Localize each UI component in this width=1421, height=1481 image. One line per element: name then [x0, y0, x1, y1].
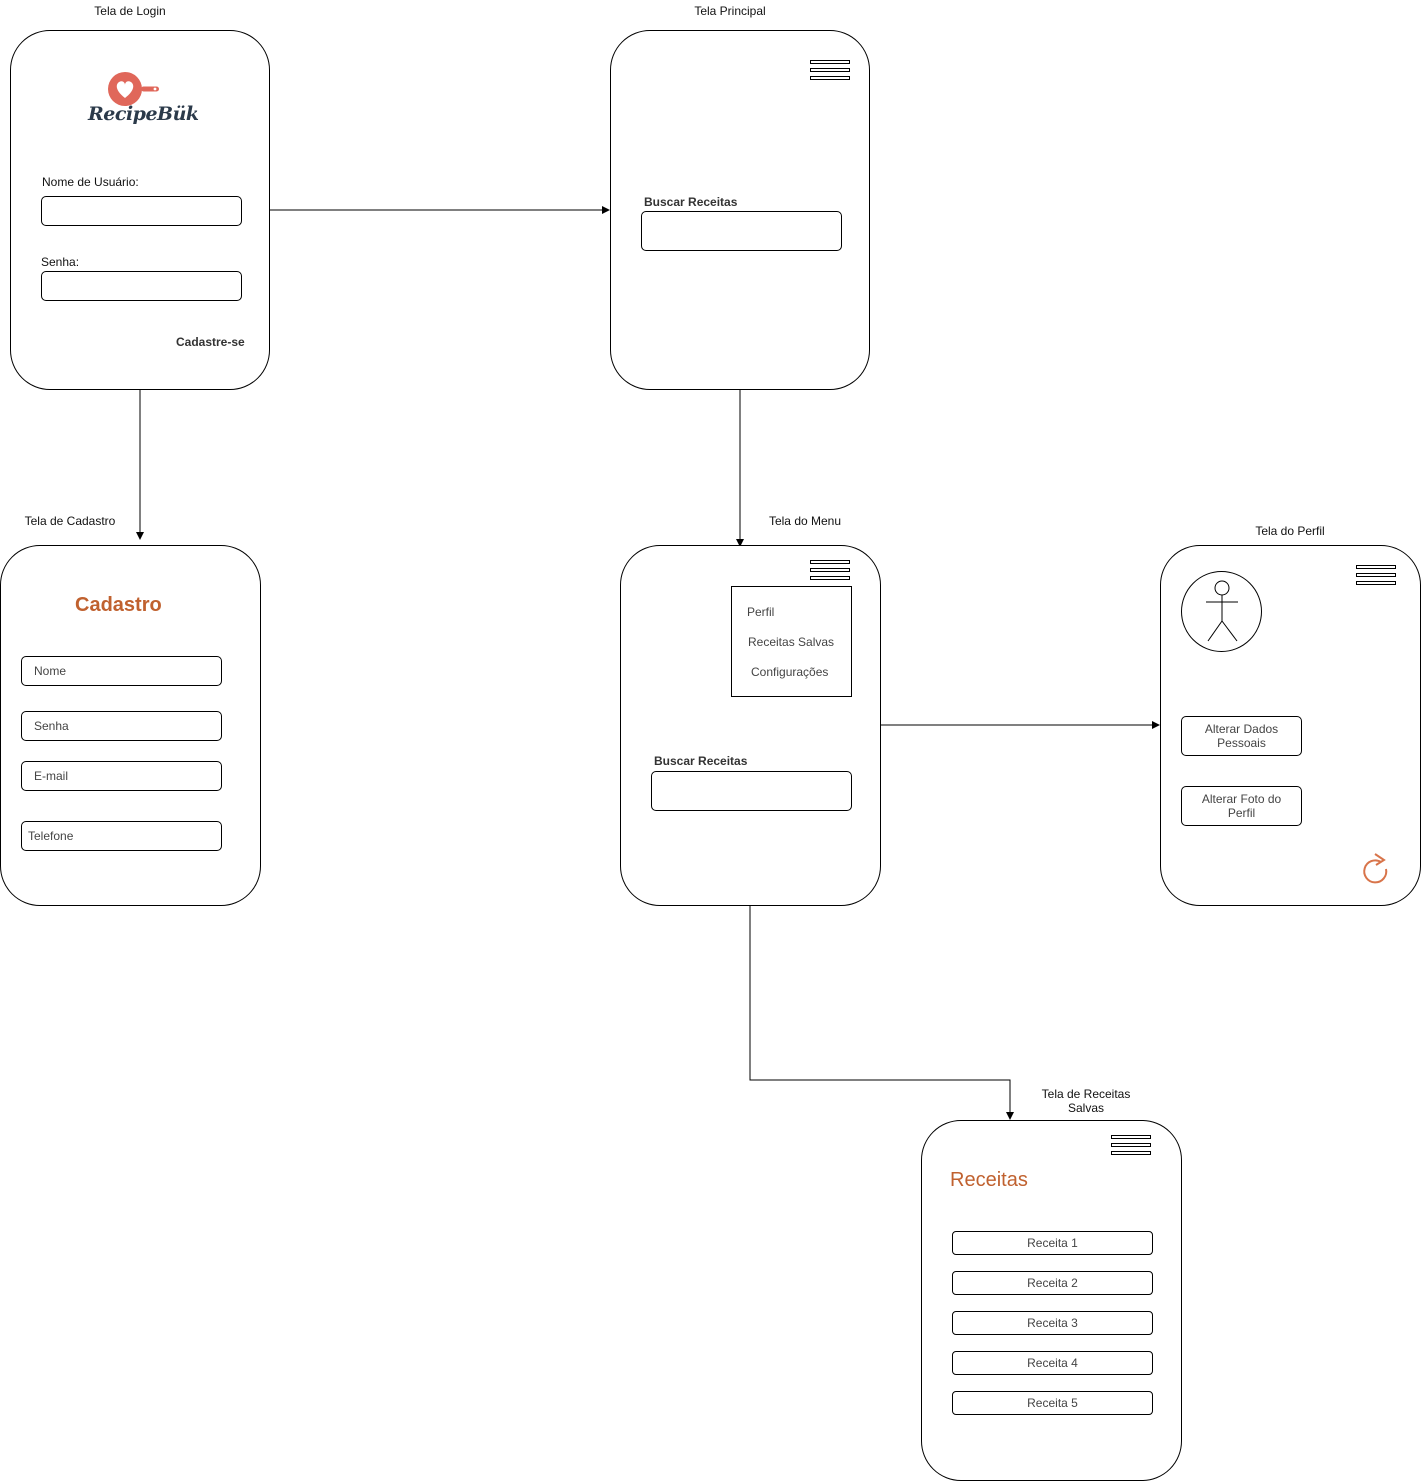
refresh-icon[interactable]	[1362, 851, 1392, 885]
recipe-item[interactable]: Receita 4	[952, 1351, 1153, 1375]
search-label: Buscar Receitas	[644, 195, 738, 209]
password-field[interactable]: Senha	[21, 711, 222, 741]
frying-pan-heart-logo-icon	[108, 72, 159, 106]
profile-screen-label: Tela do Perfil	[1255, 524, 1325, 538]
search-input[interactable]	[651, 771, 852, 811]
email-field[interactable]: E-mail	[21, 761, 222, 791]
search-input[interactable]	[641, 211, 842, 251]
menu-item-perfil[interactable]: Perfil	[747, 605, 775, 619]
logo-text: RecipeBük	[88, 103, 199, 125]
login-screen-label: Tela de Login	[94, 4, 166, 18]
avatar[interactable]	[1181, 571, 1262, 652]
phone-field[interactable]: Telefone	[21, 821, 222, 851]
dropdown-menu: Perfil Receitas Salvas Configurações	[731, 586, 852, 697]
saved-screen-label: Tela de Receitas Salvas	[1041, 1087, 1131, 1115]
hamburger-menu-icon[interactable]	[810, 60, 852, 82]
change-personal-data-button[interactable]: Alterar Dados Pessoais	[1181, 716, 1302, 756]
menu-screen-label: Tela do Menu	[768, 514, 842, 528]
password-input[interactable]	[41, 271, 242, 301]
recipe-item[interactable]: Receita 5	[952, 1391, 1153, 1415]
hamburger-menu-icon[interactable]	[1111, 1135, 1153, 1157]
recipe-item[interactable]: Receita 3	[952, 1311, 1153, 1335]
change-profile-photo-button[interactable]: Alterar Foto do Perfil	[1181, 786, 1302, 826]
arrow-menu-to-saved	[749, 905, 1014, 1120]
search-label: Buscar Receitas	[654, 754, 748, 768]
hamburger-menu-icon[interactable]	[1356, 565, 1398, 587]
signup-screen: Cadastro Nome Senha E-mail Telefone	[0, 545, 261, 906]
signup-screen-label: Tela de Cadastro	[24, 514, 116, 528]
recipe-item[interactable]: Receita 2	[952, 1271, 1153, 1295]
main-screen: Buscar Receitas	[610, 30, 870, 390]
username-input[interactable]	[41, 196, 242, 226]
menu-screen: Perfil Receitas Salvas Configurações Bus…	[620, 545, 881, 906]
signup-title: Cadastro	[75, 594, 162, 616]
main-screen-label: Tela Principal	[694, 4, 766, 18]
recipebuk-logo: RecipeBük	[86, 69, 199, 135]
recipe-item[interactable]: Receita 1	[952, 1231, 1153, 1255]
menu-item-receitas-salvas[interactable]: Receitas Salvas	[748, 635, 835, 649]
saved-title: Receitas	[950, 1169, 1028, 1191]
signup-link[interactable]: Cadastre-se	[176, 335, 245, 349]
saved-recipes-screen: Receitas Receita 1 Receita 2 Receita 3 R…	[921, 1120, 1182, 1481]
profile-screen: Alterar Dados Pessoais Alterar Foto do P…	[1160, 545, 1421, 906]
password-label: Senha:	[41, 255, 80, 269]
login-screen: RecipeBük Nome de Usuário: Senha: Cadast…	[10, 30, 270, 390]
stick-figure-avatar-icon	[1206, 580, 1238, 642]
hamburger-menu-icon[interactable]	[810, 560, 852, 582]
username-label: Nome de Usuário:	[42, 175, 139, 189]
menu-item-configuracoes[interactable]: Configurações	[751, 665, 829, 679]
name-field[interactable]: Nome	[21, 656, 222, 686]
